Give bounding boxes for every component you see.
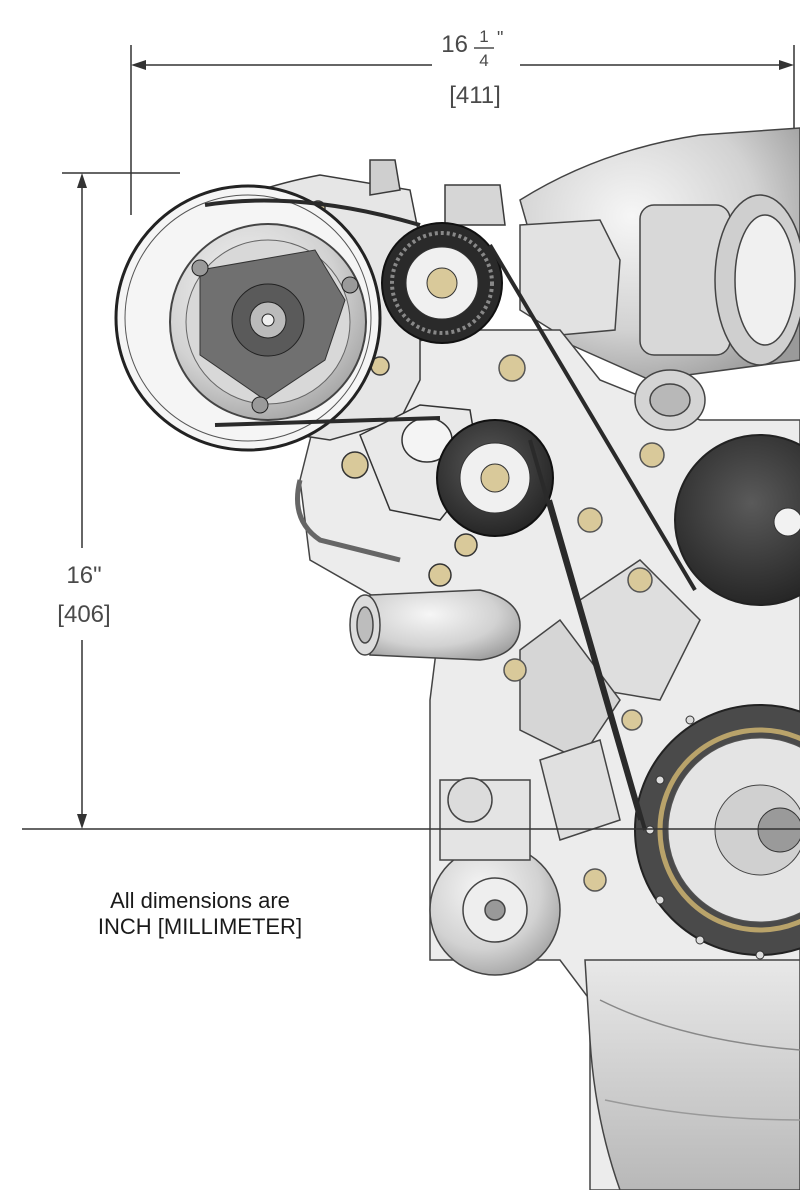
right-idler-pulley [674,434,800,606]
width-dimension-metric: [411] [449,82,501,109]
height-dimension-label: 16" [406] [57,562,110,628]
width-inch-mark: " [497,28,503,48]
starter-motor [429,777,561,976]
units-note-line1: All dimensions are [110,888,290,913]
serpentine-belt [204,198,697,831]
oil-pan [584,959,800,1190]
width-dimension-label: 16 1 4 " [411] [441,27,503,109]
upper-water-neck [519,219,621,336]
dimension-arrows [77,60,794,829]
height-dimension-metric: [406] [57,601,110,628]
units-note: All dimensions are INCH [MILLIMETER] [40,888,360,940]
crankshaft-balancer [634,704,800,960]
bypass-tube [295,479,401,563]
tensioner-pulley [436,419,554,537]
coolant-outlet [349,589,521,661]
dimension-lines [22,45,800,830]
height-dimension-inches: 16" [66,562,101,589]
width-fraction-denominator: 4 [479,51,488,70]
width-fraction-numerator: 1 [479,27,488,46]
units-note-line2: INCH [MILLIMETER] [97,914,303,939]
upper-idler-pulley [381,222,503,344]
width-dimension-whole: 16 [441,31,468,58]
ac-compressor-pulley [114,184,382,452]
